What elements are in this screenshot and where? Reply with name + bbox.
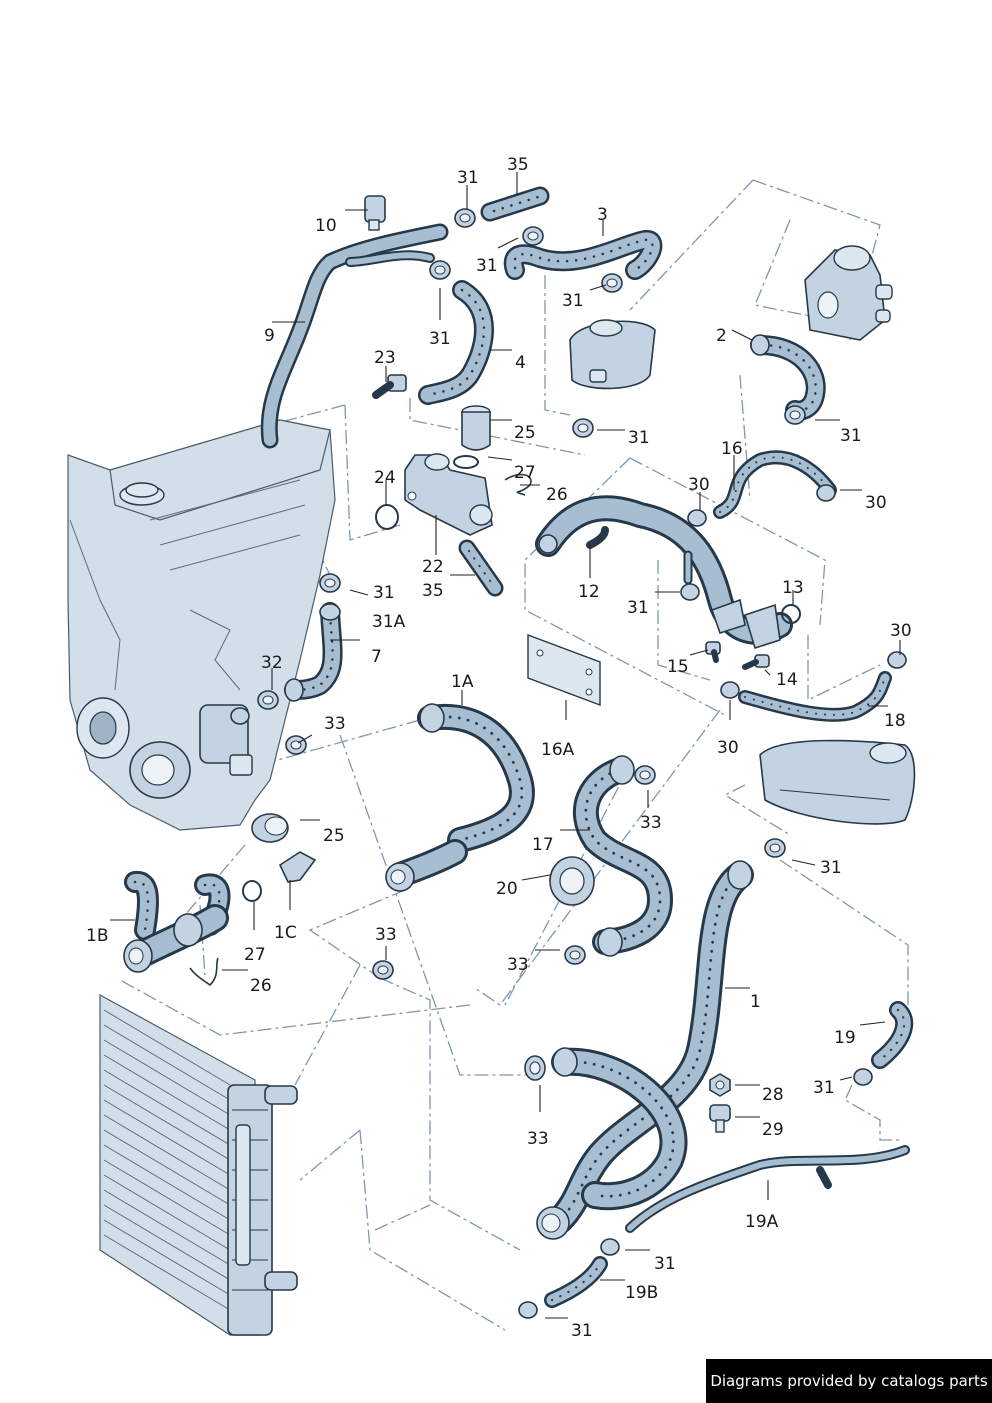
label-13: 13 xyxy=(782,578,804,598)
label-1C: 1C xyxy=(274,923,297,943)
label-33-e: 33 xyxy=(527,1129,549,1149)
label-22: 22 xyxy=(422,557,444,577)
label-32: 32 xyxy=(261,653,283,673)
label-29: 29 xyxy=(762,1120,784,1140)
label-25-lower: 25 xyxy=(323,826,345,846)
label-31-f: 31 xyxy=(840,426,862,446)
label-31A: 31A xyxy=(372,612,406,632)
label-10: 10 xyxy=(315,216,337,236)
label-35-top: 35 xyxy=(507,155,529,175)
label-31-l: 31 xyxy=(571,1321,593,1341)
label-19: 19 xyxy=(834,1028,856,1048)
label-33-b: 33 xyxy=(640,813,662,833)
label-14: 14 xyxy=(776,670,798,690)
label-31-c: 31 xyxy=(562,291,584,311)
label-18: 18 xyxy=(884,711,906,731)
label-25-top: 25 xyxy=(514,423,536,443)
label-19B: 19B xyxy=(625,1283,658,1303)
label-30-a: 30 xyxy=(688,475,710,495)
label-31-h: 31 xyxy=(373,583,395,603)
label-31-d: 31 xyxy=(429,329,451,349)
label-31-g: 31 xyxy=(627,598,649,618)
label-30-b: 30 xyxy=(865,493,887,513)
label-33-a: 33 xyxy=(324,714,346,734)
label-1: 1 xyxy=(750,992,761,1012)
fittings xyxy=(123,195,916,1240)
label-31-i: 31 xyxy=(820,858,842,878)
engine-block xyxy=(67,419,336,831)
radiator xyxy=(99,993,298,1336)
label-19A: 19A xyxy=(745,1212,779,1232)
label-12: 12 xyxy=(578,582,600,602)
label-24: 24 xyxy=(374,468,396,488)
label-17: 17 xyxy=(532,835,554,855)
label-16A: 16A xyxy=(541,740,575,760)
label-7: 7 xyxy=(371,647,382,667)
label-23: 23 xyxy=(374,348,396,368)
label-4: 4 xyxy=(515,353,526,373)
label-16: 16 xyxy=(721,439,743,459)
part-labels: 35 31 10 3 31 31 9 31 4 23 2 25 31 31 16… xyxy=(86,155,912,1341)
label-31-k: 31 xyxy=(654,1254,676,1274)
label-28: 28 xyxy=(762,1085,784,1105)
label-35-lower: 35 xyxy=(422,581,444,601)
label-26-top: 26 xyxy=(546,485,568,505)
label-33-d: 33 xyxy=(507,955,529,975)
label-31-b: 31 xyxy=(476,256,498,276)
label-27-lower: 27 xyxy=(244,945,266,965)
label-3: 3 xyxy=(597,205,608,225)
label-1B: 1B xyxy=(86,926,108,946)
label-26-lower: 26 xyxy=(250,976,272,996)
label-20: 20 xyxy=(496,879,518,899)
hose-clamps xyxy=(257,208,907,1319)
label-30-d: 30 xyxy=(717,738,739,758)
label-1A: 1A xyxy=(451,672,474,692)
label-leaders xyxy=(110,172,901,1319)
label-2: 2 xyxy=(716,326,727,346)
label-15: 15 xyxy=(667,657,689,677)
label-9: 9 xyxy=(264,326,275,346)
label-27-top: 27 xyxy=(514,463,536,483)
label-31-j: 31 xyxy=(813,1078,835,1098)
label-30-c: 30 xyxy=(890,621,912,641)
label-31-e: 31 xyxy=(628,428,650,448)
label-31-top: 31 xyxy=(457,168,479,188)
label-33-c: 33 xyxy=(375,925,397,945)
footer-credit: Diagrams provided by catalogs parts xyxy=(706,1359,992,1403)
